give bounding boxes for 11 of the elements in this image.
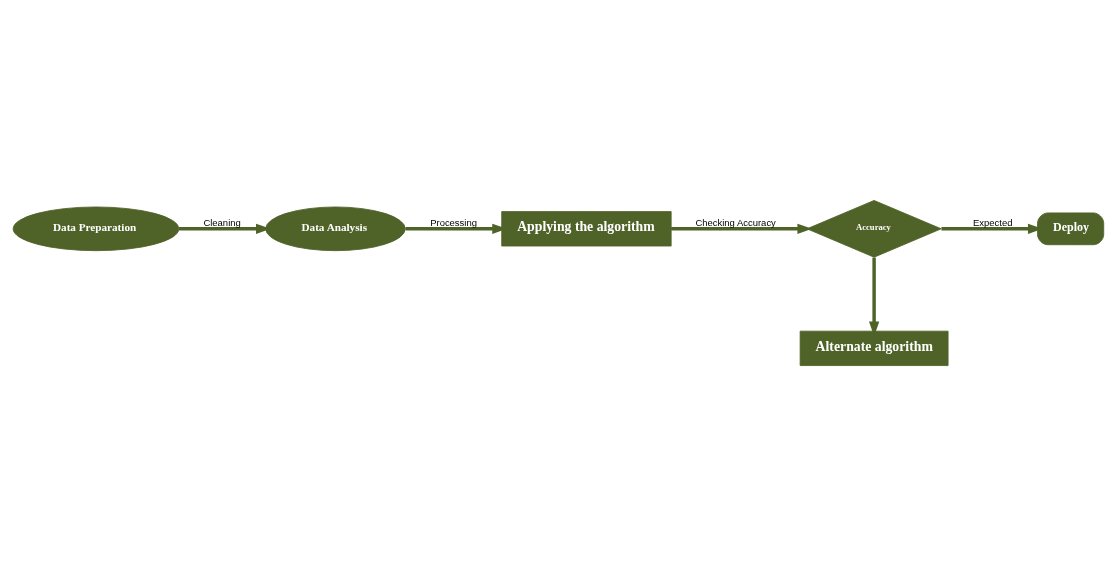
node-box: Deploy <box>1037 212 1105 246</box>
arrow <box>671 223 813 234</box>
edge-label: Checking Accuracy <box>695 217 776 229</box>
node-ellipse: Data Preparation <box>12 206 180 252</box>
node-box: Applying the algorithm <box>501 211 672 247</box>
node-diamond: Accuracy <box>806 200 942 258</box>
edge-label: Expected <box>973 217 1013 229</box>
edge-label: Cleaning <box>203 217 241 229</box>
node-ellipse: Data Analysis <box>265 206 406 252</box>
edge-label: Processing <box>430 217 477 229</box>
node-box: Alternate algorithm <box>799 330 949 366</box>
